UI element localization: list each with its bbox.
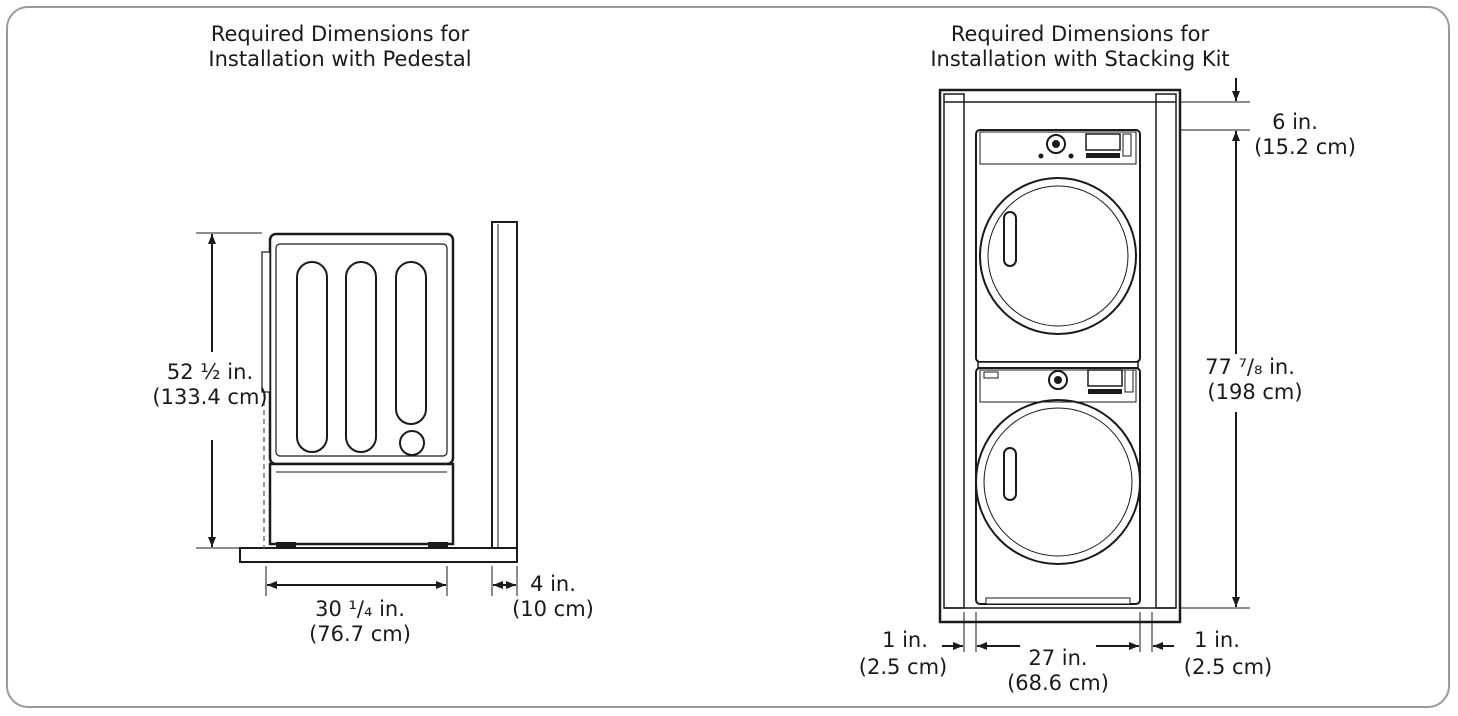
stacking-width-in: 27 in. bbox=[1028, 646, 1088, 670]
stacking-left-side-in: 1 in. bbox=[882, 628, 928, 652]
dryer-door bbox=[979, 177, 1137, 335]
pedestal-clearance-cm: (10 cm) bbox=[512, 597, 594, 621]
washer-display bbox=[1087, 369, 1123, 387]
stacking-right-side-cm: (2.5 cm) bbox=[1183, 655, 1273, 679]
pedestal-depth-in: 30 ¹/₄ in. bbox=[315, 597, 405, 621]
stacking-title-line1: Required Dimensions for bbox=[950, 22, 1210, 46]
closet-left-wall bbox=[943, 93, 965, 609]
stacking-height-in: 77 ⁷/₈ in. bbox=[1205, 355, 1295, 379]
stacking-height-cm: (198 cm) bbox=[1207, 380, 1303, 404]
closet-right-wall bbox=[1155, 93, 1177, 609]
washer-door bbox=[975, 399, 1141, 565]
pedestal-title-line2: Installation with Pedestal bbox=[208, 47, 472, 71]
dryer-knob bbox=[1046, 134, 1066, 154]
pedestal-height-in: 52 ½ in. bbox=[166, 360, 254, 384]
side-vent-round bbox=[399, 430, 425, 456]
pedestal-box bbox=[268, 462, 455, 546]
side-vent-1 bbox=[296, 261, 328, 453]
stacking-left-side-cm: (2.5 cm) bbox=[858, 655, 948, 679]
stacking-right-side-in: 1 in. bbox=[1194, 628, 1240, 652]
pedestal-drawing bbox=[196, 221, 518, 596]
stacking-width-cm: (68.6 cm) bbox=[1007, 671, 1109, 695]
stacking-top-in: 6 in. bbox=[1272, 110, 1318, 134]
rear-wall bbox=[491, 221, 518, 549]
diagram-frame bbox=[6, 6, 1450, 708]
dryer-display bbox=[1085, 133, 1121, 151]
dryer-unit bbox=[975, 129, 1141, 363]
stacking-title-line2: Installation with Stacking Kit bbox=[930, 47, 1230, 71]
floor-slab bbox=[239, 547, 518, 563]
side-vent-3 bbox=[395, 261, 427, 425]
side-vent-2 bbox=[345, 261, 377, 453]
pedestal-height-cm: (133.4 cm) bbox=[152, 385, 268, 409]
stacking-top-cm: (15.2 cm) bbox=[1254, 135, 1356, 159]
pedestal-depth-cm: (76.7 cm) bbox=[309, 622, 411, 646]
washer-unit bbox=[975, 367, 1141, 605]
pedestal-title-line1: Required Dimensions for bbox=[210, 22, 470, 46]
pedestal-clearance-in: 4 in. bbox=[530, 572, 576, 596]
stacking-drawing bbox=[938, 78, 1250, 652]
washer-knob bbox=[1048, 370, 1068, 390]
